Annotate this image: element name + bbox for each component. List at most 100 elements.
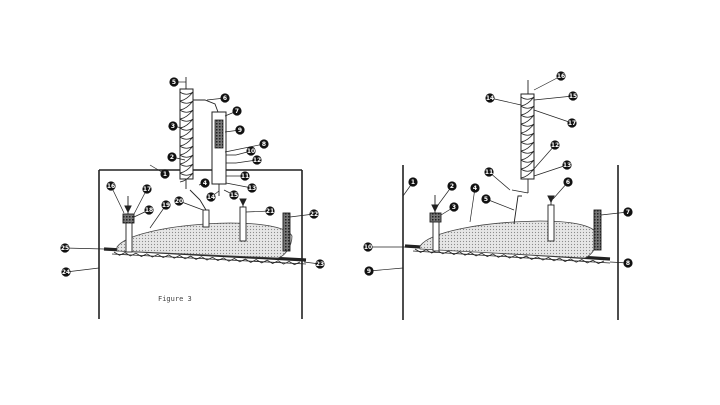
leader-line [149,204,167,229]
callout-number: 15 [569,93,577,100]
right-callout-9: 9 [364,266,404,276]
left-callout-19: 19 [149,200,171,229]
left-callout-1: 1 [149,164,170,179]
callout-number: 23 [316,261,324,268]
right-callout-3: 3 [440,202,459,216]
left-callout-10: 10 [235,146,256,156]
callout-badge [556,71,566,81]
left-callout-18: 18 [133,205,154,218]
callout-badge [408,177,418,187]
callout-badge [161,200,171,210]
callout-badge [200,178,210,188]
right-callout-14: 14 [485,93,522,106]
callout-badge [363,242,373,252]
callout-badge [235,125,245,135]
callout-number: 13 [563,162,571,169]
callout-number: 21 [266,208,274,215]
right-callout-17: 17 [533,109,577,128]
callout-number: 9 [367,268,371,275]
left-callout-17: 17 [133,184,152,215]
callout-number: 19 [162,202,170,209]
callout-number: 8 [626,260,630,267]
left-callout-21: 21 [245,206,275,216]
callout-number: 22 [310,211,318,218]
callout-number: 17 [568,120,576,127]
left-callout-4: 4 [198,178,210,188]
callout-number: 7 [626,209,630,216]
callout-number: 4 [203,180,207,187]
left-diagram: Figure 3 [98,77,307,319]
callout-number: 14 [207,194,215,201]
leader-line [533,164,568,177]
callout-badge [485,93,495,103]
left-callout-16: 16 [106,181,125,214]
callout-number: 20 [175,198,183,205]
callout-badge [232,106,242,116]
callout-badge [481,194,491,204]
callout-badge [447,181,457,191]
callout-badge [567,118,577,128]
callout-badge [240,171,250,181]
callout-number: 10 [247,148,255,155]
callout-number: 6 [566,179,570,186]
left-callout-25: 25 [60,243,105,253]
leader-line [533,109,573,124]
callout-badge [206,192,216,202]
leader-line [133,188,148,215]
left-callout-12: 12 [235,155,262,165]
callout-number: 6 [223,95,227,102]
left-callout-14: 14 [206,190,220,202]
callout-badge [142,184,152,194]
callout-badge [229,190,239,200]
callout-badge [220,93,230,103]
callout-number: 7 [235,108,239,115]
callout-number: 14 [486,95,494,102]
callout-badge [265,206,275,216]
right-callout-1: 1 [402,177,418,197]
callout-badge [246,146,256,156]
callout-badge [562,160,572,170]
right-callout-12: 12 [532,140,560,171]
left-callout-9: 9 [224,125,245,135]
left-callout-22: 22 [289,209,319,219]
callout-badge [563,177,573,187]
leader-line [489,97,522,106]
leader-line [224,143,265,153]
leader-line [488,171,511,191]
leader-line [533,95,574,101]
callout-badge [259,139,269,149]
callout-number: 12 [253,157,261,164]
callout-badge [61,267,71,277]
callout-badge [309,209,319,219]
left-callout-20: 20 [174,196,204,211]
callout-badge [364,266,374,276]
left-callout-6: 6 [206,93,230,103]
right-callout-15: 15 [533,91,578,101]
left-callout-11: 11 [226,171,250,181]
leader-line [65,267,100,273]
right-callout-10: 10 [363,242,405,252]
left-callout-7: 7 [224,106,242,117]
left-callout-23: 23 [303,259,325,269]
left-callout-3: 3 [168,121,183,131]
left-callout-13: 13 [225,182,257,193]
left-callout-5: 5 [169,77,186,87]
callout-number: 2 [450,183,454,190]
callout-number: 11 [241,173,249,180]
right-callout-6: 6 [552,177,573,200]
callout-number: 11 [485,169,493,176]
callout-number: 4 [473,185,477,192]
callout-badge [449,202,459,212]
callout-number: 2 [170,154,174,161]
leader-line [110,185,125,214]
right-callout-7: 7 [600,207,633,217]
leader-line [533,75,562,91]
callout-badge [568,91,578,101]
right-callout-4: 4 [469,183,480,223]
callout-number: 5 [172,79,176,86]
callout-number: 9 [238,127,242,134]
left-callout-15: 15 [223,189,239,200]
callout-badge [160,169,170,179]
callout-number: 24 [62,269,70,276]
